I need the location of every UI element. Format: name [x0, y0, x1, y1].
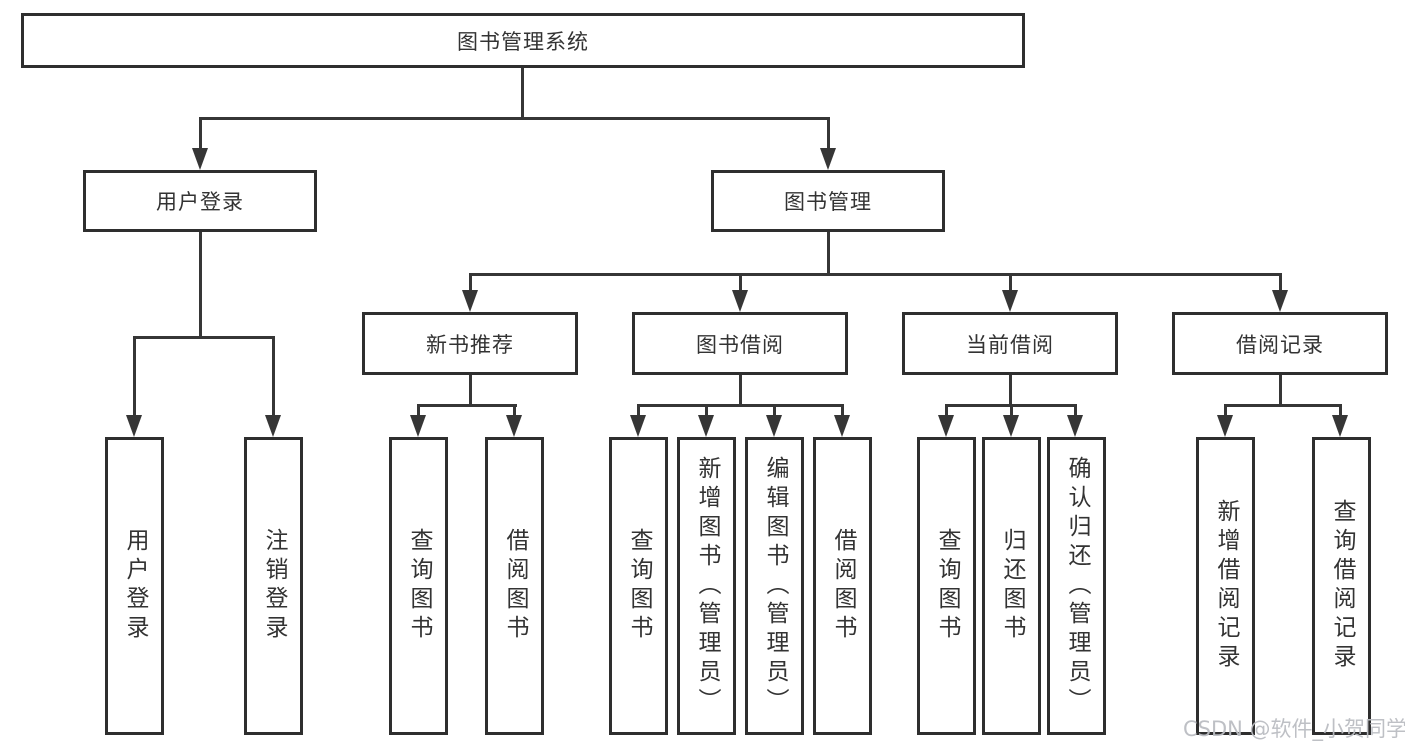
connector-to-current-query: [945, 404, 948, 416]
arrowhead-add-record-icon: [1217, 415, 1233, 437]
connector-to-borrow-record: [1279, 273, 1282, 291]
leaf-borrow-query-book: 查询图书: [609, 437, 668, 735]
connector-recommend-stem: [469, 375, 472, 406]
leaf-query-borrow-record-label: 查询借阅记录: [1329, 499, 1355, 673]
arrowhead-query-record-icon: [1332, 415, 1348, 437]
connector-to-borrow-query: [637, 404, 640, 416]
arrowhead-leaf-logout-icon: [265, 415, 281, 437]
arrowhead-borrow-book-icon: [834, 415, 850, 437]
connector-to-new-book-recommend: [469, 273, 472, 291]
arrowhead-borrow-query-icon: [630, 415, 646, 437]
node-borrow-record: 借阅记录: [1172, 312, 1388, 375]
leaf-recommend-borrow-book-label: 借阅图书: [502, 528, 528, 644]
node-book-borrow: 图书借阅: [632, 312, 848, 375]
node-current-borrow: 当前借阅: [902, 312, 1118, 375]
connector-to-add-book: [705, 404, 708, 416]
node-book-management-label: 图书管理: [784, 190, 872, 214]
connector-to-borrow-book: [841, 404, 844, 416]
connector-to-add-record: [1224, 404, 1227, 416]
node-user-login: 用户登录: [83, 170, 317, 232]
connector-user-login-stem: [199, 232, 202, 338]
connector-book-management-stem: [827, 232, 830, 275]
connector-to-leaf-logout: [272, 336, 275, 416]
connector-borrow-rail: [637, 404, 843, 407]
connector-borrow-stem: [739, 375, 742, 406]
leaf-current-query-book-label: 查询图书: [934, 528, 960, 644]
connector-to-recommend-borrow: [513, 404, 516, 416]
leaf-edit-book-admin: 编辑图书（管理员）: [745, 437, 804, 735]
node-borrow-record-label: 借阅记录: [1236, 332, 1324, 357]
leaf-logout: 注销登录: [244, 437, 303, 735]
leaf-user-login: 用户登录: [105, 437, 164, 735]
leaf-recommend-query-book: 查询图书: [389, 437, 448, 735]
arrowhead-return-book-icon: [1003, 415, 1019, 437]
arrowhead-book-borrow-icon: [732, 290, 748, 312]
arrowhead-borrow-record-icon: [1272, 290, 1288, 312]
connector-to-confirm-return: [1074, 404, 1077, 416]
leaf-borrow-book: 借阅图书: [813, 437, 872, 735]
connector-to-book-borrow: [739, 273, 742, 291]
connector-records-rail: [1224, 404, 1342, 407]
connector-user-login-rail: [133, 336, 275, 339]
connector-to-recommend-query: [417, 404, 420, 416]
connector-root-stem: [521, 68, 524, 120]
leaf-add-borrow-record-label: 新增借阅记录: [1213, 499, 1239, 673]
connector-to-return-book: [1010, 404, 1013, 416]
arrowhead-recommend-query-icon: [410, 415, 426, 437]
leaf-add-book-admin: 新增图书（管理员）: [677, 437, 736, 735]
connector-records-stem: [1279, 375, 1282, 406]
leaf-add-book-admin-label: 新增图书（管理员）: [694, 455, 720, 717]
node-user-login-label: 用户登录: [156, 190, 244, 214]
node-current-borrow-label: 当前借阅: [966, 332, 1054, 357]
leaf-edit-book-admin-label: 编辑图书（管理员）: [762, 455, 788, 717]
connector-to-current-borrow: [1009, 273, 1012, 291]
node-new-book-recommend-label: 新书推荐: [426, 332, 514, 357]
leaf-borrow-query-book-label: 查询图书: [626, 528, 652, 644]
connector-to-edit-book: [773, 404, 776, 416]
leaf-add-borrow-record: 新增借阅记录: [1196, 437, 1255, 735]
node-book-borrow-label: 图书借阅: [696, 332, 784, 357]
node-book-management: 图书管理: [711, 170, 945, 232]
arrowhead-current-borrow-icon: [1002, 290, 1018, 312]
connector-modules-rail: [469, 273, 1281, 276]
leaf-current-query-book: 查询图书: [917, 437, 976, 735]
leaf-return-book: 归还图书: [982, 437, 1041, 735]
connector-to-query-record: [1339, 404, 1342, 416]
arrowhead-current-query-icon: [938, 415, 954, 437]
arrowhead-add-book-icon: [698, 415, 714, 437]
arrowhead-recommend-borrow-icon: [506, 415, 522, 437]
arrowhead-edit-book-icon: [766, 415, 782, 437]
leaf-borrow-book-label: 借阅图书: [830, 528, 856, 644]
connector-to-user-login: [199, 117, 202, 149]
leaf-return-book-label: 归还图书: [999, 528, 1025, 644]
arrowhead-confirm-return-icon: [1067, 415, 1083, 437]
connector-level1-rail: [199, 117, 830, 120]
connector-to-leaf-user-login: [133, 336, 136, 416]
arrowhead-user-login-icon: [192, 148, 208, 170]
leaf-recommend-query-book-label: 查询图书: [406, 528, 432, 644]
leaf-confirm-return-admin-label: 确认归还（管理员）: [1064, 455, 1090, 717]
connector-recommend-rail: [417, 404, 517, 407]
leaf-confirm-return-admin: 确认归还（管理员）: [1047, 437, 1106, 735]
connector-current-stem: [1009, 375, 1012, 406]
csdn-watermark: CSDN @软件_小贺同学: [1183, 717, 1405, 741]
connector-to-book-management: [827, 117, 830, 149]
leaf-recommend-borrow-book: 借阅图书: [485, 437, 544, 735]
arrowhead-book-management-icon: [820, 148, 836, 170]
leaf-user-login-label: 用户登录: [122, 528, 148, 644]
node-root-system: 图书管理系统: [21, 13, 1025, 68]
leaf-query-borrow-record: 查询借阅记录: [1312, 437, 1371, 735]
node-root-label: 图书管理系统: [457, 29, 589, 54]
arrowhead-leaf-user-login-icon: [126, 415, 142, 437]
node-new-book-recommend: 新书推荐: [362, 312, 578, 375]
leaf-logout-label: 注销登录: [261, 528, 287, 644]
arrowhead-new-book-recommend-icon: [462, 290, 478, 312]
